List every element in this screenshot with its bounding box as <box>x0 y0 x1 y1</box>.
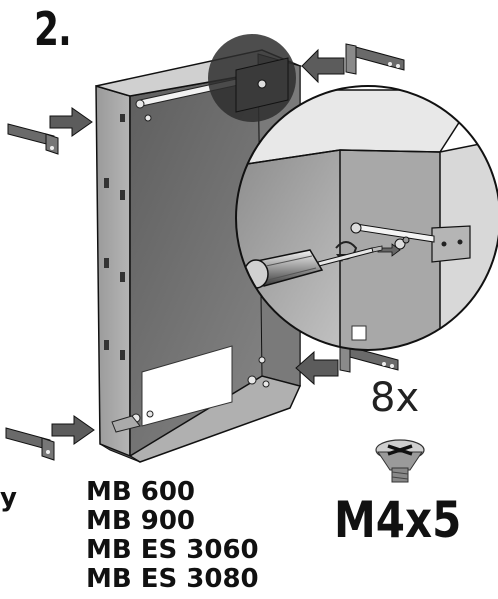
wall-bracket-bottom-left <box>5 427 55 461</box>
magnified-detail <box>235 85 498 351</box>
arrow-bottom-right <box>295 350 339 386</box>
screw-size: M4x5 <box>334 491 462 549</box>
wall-bracket-bottom-right <box>339 343 399 373</box>
model-list: MB 600 MB 900 MB ES 3060 MB ES 3080 <box>86 478 259 594</box>
arrow-top-left <box>49 107 93 137</box>
model-name: MB 600 <box>86 477 196 507</box>
arrow-bottom-left <box>51 415 95 445</box>
screw-quantity: 8x <box>370 375 420 421</box>
cropped-letter: y <box>0 483 17 513</box>
model-name: MB ES 3060 <box>86 535 259 565</box>
step-number: 2. <box>34 2 72 56</box>
wall-bracket-top-right <box>345 43 405 75</box>
arrow-top-right <box>301 48 345 84</box>
model-name: MB 900 <box>86 506 196 536</box>
countersunk-phillips-screw-icon <box>375 439 425 483</box>
model-name: MB ES 3080 <box>86 564 259 594</box>
wall-bracket-top-left <box>7 123 59 155</box>
